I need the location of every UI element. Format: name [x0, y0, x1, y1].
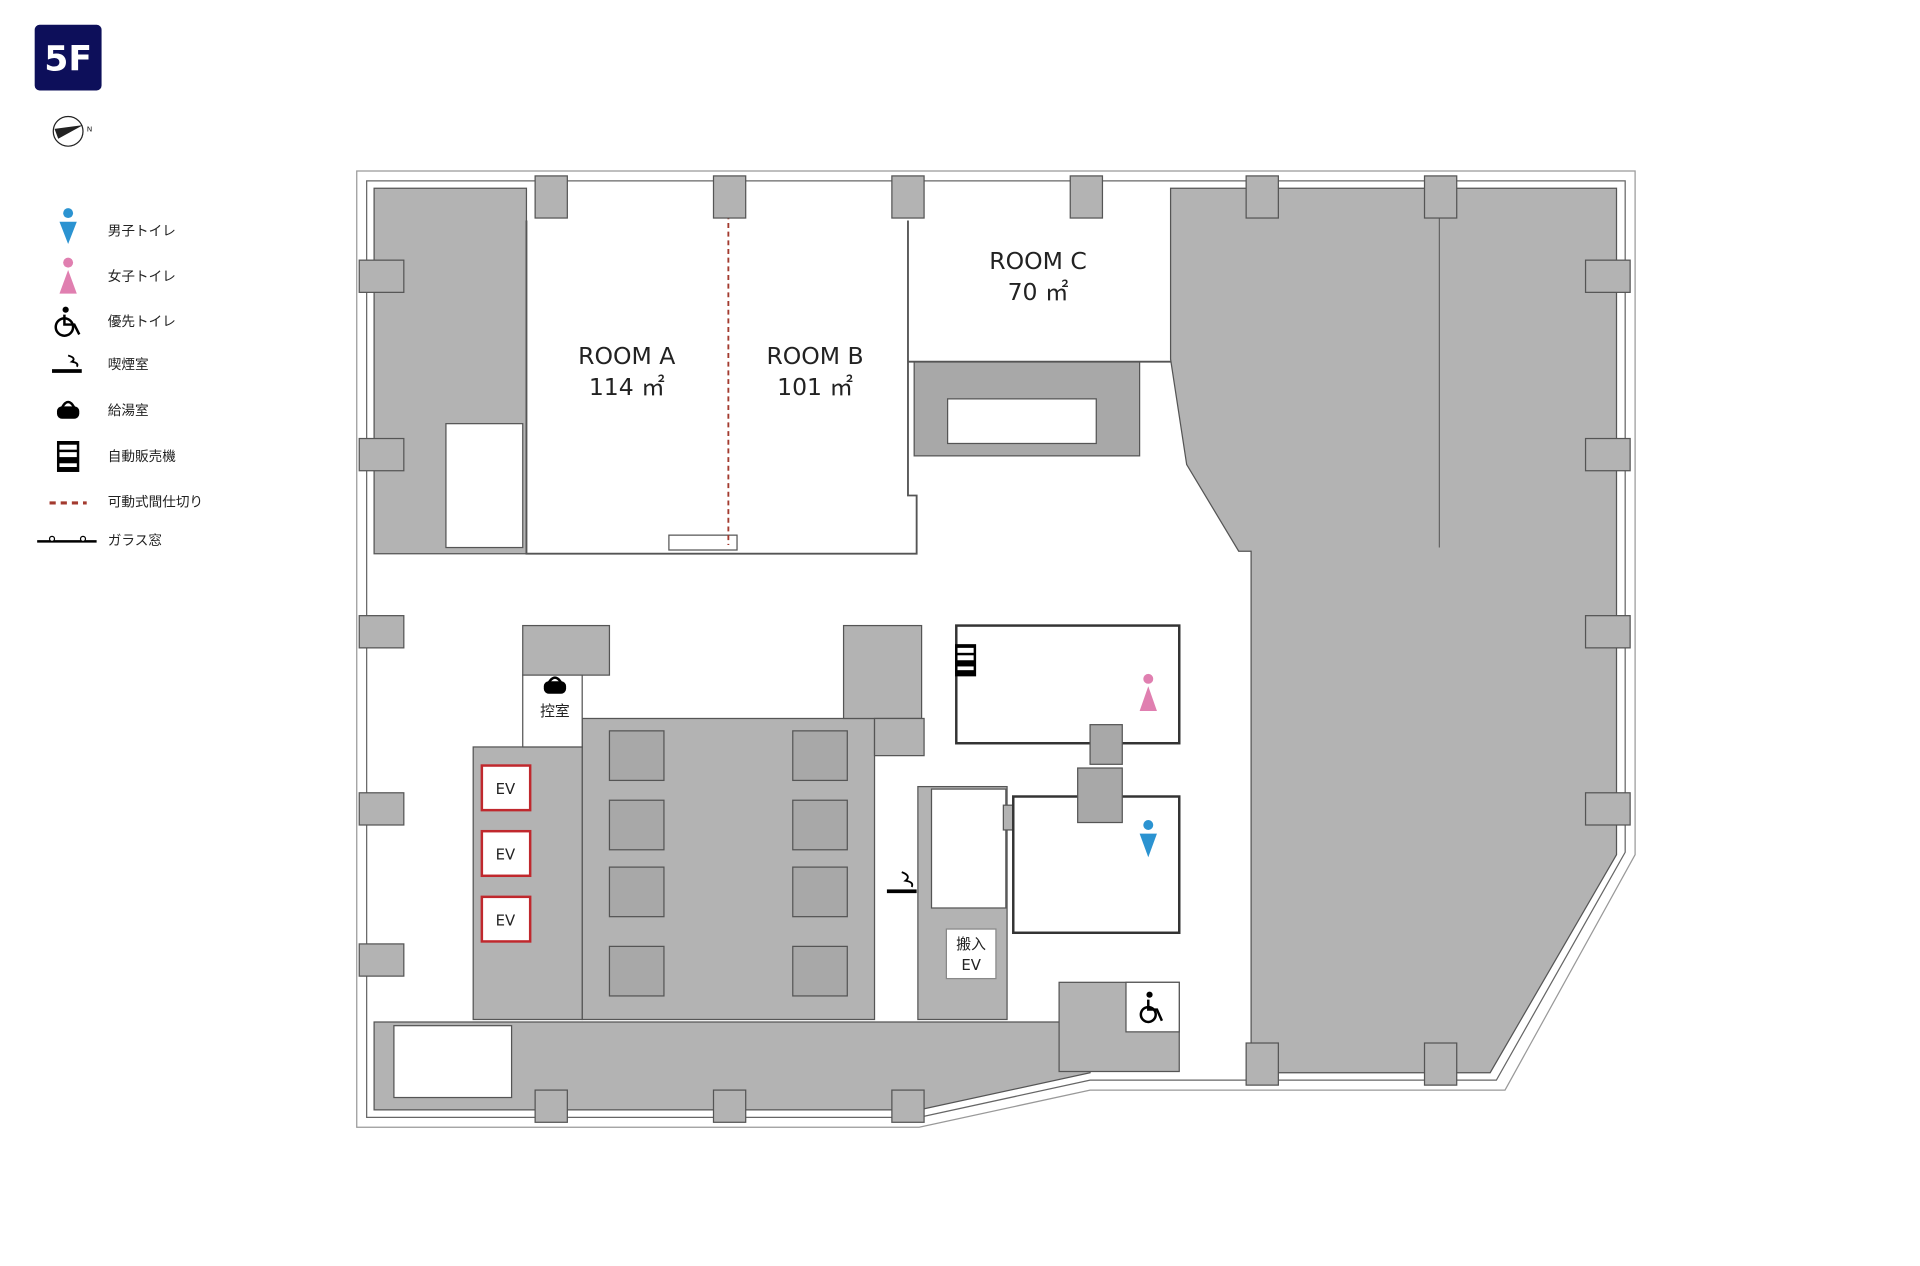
room-a-area: 114 ㎡ [589, 373, 665, 401]
vending-machine-icon [56, 441, 80, 472]
accessible-toilet-icon [1125, 981, 1180, 1033]
room-panels [608, 730, 848, 997]
room-b-area: 101 ㎡ [777, 373, 853, 401]
legend-label: 男子トイレ [108, 223, 176, 239]
svg-text:EV: EV [961, 956, 981, 974]
room-a-name: ROOM A [578, 342, 675, 370]
svg-text:搬入: 搬入 [956, 935, 986, 953]
vending-machine-icon [955, 644, 977, 677]
compass-icon: N [52, 115, 93, 147]
accessible-toilet-icon [54, 306, 81, 337]
svg-text:控室: 控室 [540, 702, 570, 720]
legend-label: 自動販売機 [108, 449, 176, 465]
floor-label: 5F [44, 40, 92, 80]
womens-toilet-icon [1139, 673, 1157, 712]
svg-text:N: N [87, 124, 93, 133]
room-c-area: 70 ㎡ [1008, 278, 1069, 306]
building [356, 170, 1636, 1128]
smoking-room-icon [886, 871, 917, 894]
mens-toilet-icon [1139, 820, 1157, 858]
womens-toilet-icon [59, 257, 77, 294]
mens-toilet-icon [59, 208, 77, 245]
smoking-room-icon [52, 354, 82, 373]
elevator-label: EV [496, 780, 516, 798]
legend-label: 給湯室 [108, 402, 149, 419]
kettle-icon [56, 400, 80, 419]
legend-label: 喫煙室 [108, 356, 149, 373]
room-c-name: ROOM C [989, 247, 1087, 275]
floor-badge: 5F [34, 24, 102, 91]
columns [358, 175, 1631, 1123]
legend-label: ガラス窓 [108, 532, 162, 549]
room-b-name: ROOM B [766, 342, 863, 370]
kettle-icon [547, 676, 563, 684]
elevator-label: EV [496, 911, 516, 929]
elevator-label: EV [496, 846, 516, 864]
glass-window-icon [37, 535, 97, 543]
legend-label: 優先トイレ [108, 314, 176, 330]
legend: 男子トイレ 女子トイレ 優先トイレ 喫煙室 給湯室 自動販売機 可動式間仕切り … [37, 208, 203, 549]
elevators: EV EV EV [480, 764, 532, 943]
waiting-room: 控室 [522, 674, 583, 748]
freight-elevator: 搬入 EV [945, 928, 997, 980]
legend-label: 女子トイレ [108, 268, 176, 285]
legend-label: 可動式間仕切り [108, 495, 203, 511]
